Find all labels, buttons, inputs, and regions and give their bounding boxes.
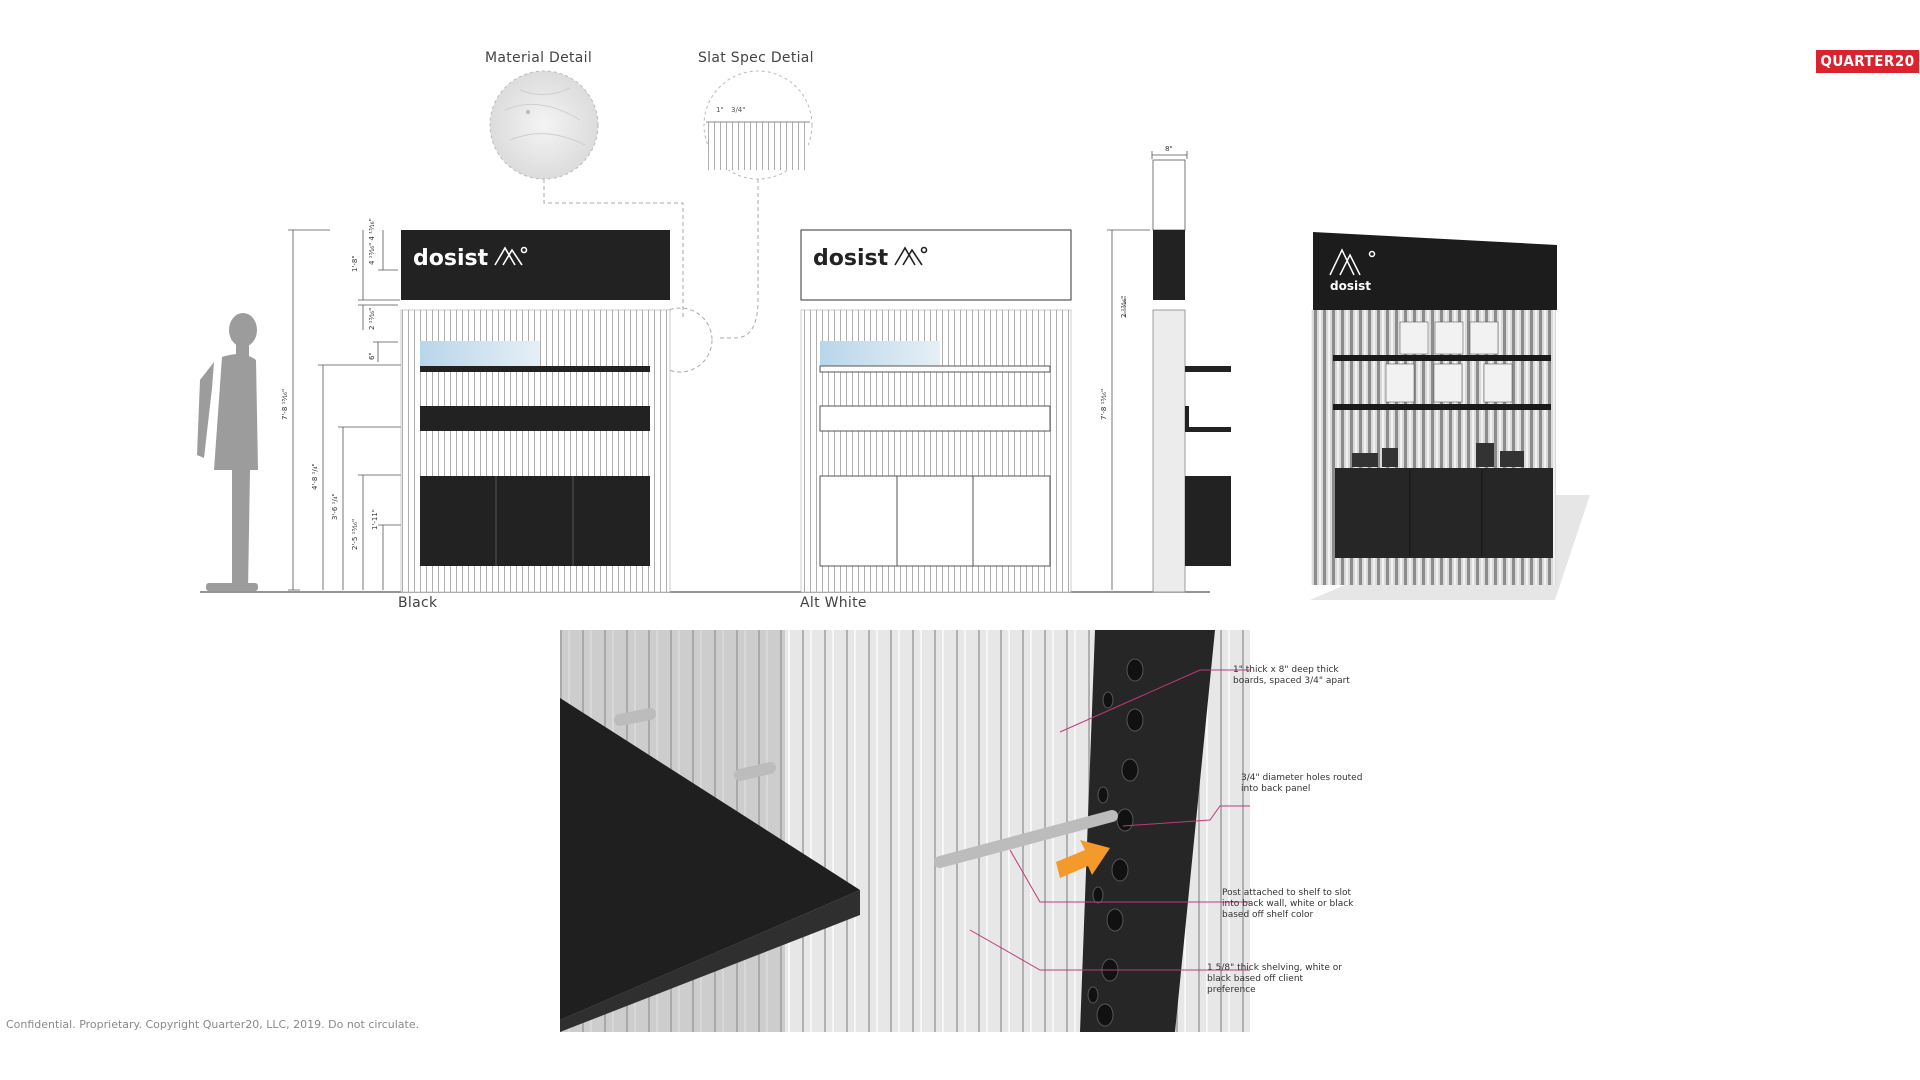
dim-sign-height: 1'-8" — [351, 255, 359, 272]
back-panel — [1080, 630, 1215, 1032]
shelf-posts — [614, 708, 1118, 868]
dim-side-overall: 7'-8 ¹³⁄₁₆" — [1100, 389, 1108, 420]
dim-side-gap: 2 ¹³⁄₁₆" — [1120, 296, 1128, 318]
material-detail-label: Material Detail — [485, 50, 593, 66]
material-detail-circle — [489, 70, 599, 180]
callout-holes: 3/4" diameter holes routed into back pan… — [1241, 773, 1363, 794]
dim-shelf1: 4'-8 ¹/₄" — [311, 463, 319, 490]
quarter20-logo: QUARTER20 — [1816, 50, 1919, 73]
dim-cabinet-h: 1'-11" — [371, 509, 379, 530]
confidential-footer: Confidential. Proprietary. Copyright Qua… — [6, 1018, 420, 1031]
insert-arrow-icon — [1056, 840, 1110, 878]
dim-overall: 7'-8 ¹³⁄₁₆" — [281, 389, 289, 420]
callout-boards: 1" thick x 8" deep thick boards, spaced … — [1233, 665, 1350, 686]
dim-side-depth: 8" — [1165, 145, 1173, 153]
sign-mountain-icon — [494, 246, 528, 266]
dim-sign-sub: 4 ¹³⁄₁₆" 4 ¹³⁄₁₆" — [368, 218, 376, 265]
label-alt-white: Alt White — [800, 595, 867, 611]
white-elevation: dosist — [800, 229, 1072, 593]
dim-cabinet-top: 2'-5 ¹³⁄₁₆" — [351, 519, 359, 550]
render-logo: dosist — [1330, 279, 1371, 293]
label-black: Black — [398, 595, 438, 611]
dimension-lines — [288, 151, 1188, 591]
slat-dim-a: 1" — [716, 106, 724, 114]
elevation-drawings: 1" 3/4" 7'-8 ¹³⁄₁₆" 4'-8 ¹/₄" 3'-6 ¹/₄" … — [197, 70, 1590, 600]
callout-post: Post attached to shelf to slot into back… — [1222, 888, 1354, 920]
sign-logo-white: dosist — [813, 246, 889, 271]
black-elevation: dosist — [400, 230, 671, 593]
shelf-mount-detail — [560, 630, 1250, 1032]
slat-spec-detail-label: Slat Spec Detial — [698, 50, 814, 66]
sign-logo-black: dosist — [413, 246, 489, 271]
side-elevation — [1152, 159, 1231, 593]
slat-spec-circle: 1" 3/4" — [703, 70, 813, 180]
dim-shelf2: 3'-6 ¹/₄" — [331, 493, 339, 520]
display-3d-render: dosist — [1310, 232, 1590, 600]
human-scale-figure — [197, 313, 258, 591]
slat-dim-b: 3/4" — [731, 106, 746, 114]
dim-gap: 2 ¹³⁄₁₆" — [368, 308, 376, 330]
dim-top-shelf-gap: 6" — [368, 352, 376, 360]
shelf — [560, 698, 860, 1020]
callout-shelving: 1 5/8" thick shelving, white or black ba… — [1207, 963, 1342, 995]
